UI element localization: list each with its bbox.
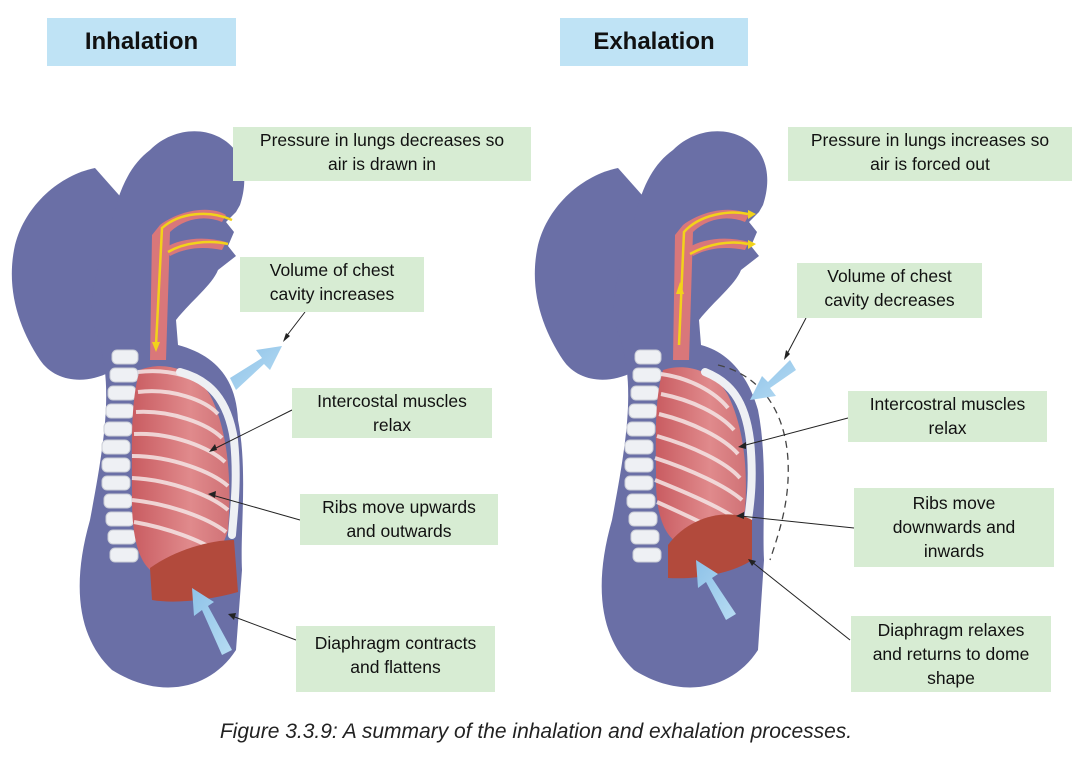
exhalation-airflow-arrow bbox=[677, 211, 749, 346]
inhalation-leader-lines bbox=[211, 311, 306, 641]
exhalation-diaphragm bbox=[668, 514, 752, 579]
inhalation-lungs bbox=[131, 366, 230, 576]
inhalation-spine bbox=[101, 349, 139, 563]
inhalation-pressure-label: Pressure in lungs decreases so air is dr… bbox=[233, 127, 531, 181]
inhalation-airflow-arrow bbox=[154, 212, 233, 346]
inhalation-intercostal-label: Intercostal muscles relax bbox=[292, 388, 492, 438]
exhalation-diaphragm-label: Diaphragm relaxes and returns to dome sh… bbox=[851, 616, 1051, 692]
exhalation-previous-outline bbox=[717, 364, 789, 561]
exhalation-volume-label: Volume of chest cavity decreases bbox=[797, 263, 982, 318]
inhalation-ribs-label: Ribs move upwards and outwards bbox=[300, 494, 498, 545]
inhalation-diaphragm-arrow bbox=[192, 588, 232, 655]
inhalation-volume-label: Volume of chest cavity increases bbox=[240, 257, 424, 312]
exhalation-diaphragm-arrow bbox=[696, 560, 736, 620]
exhalation-figure bbox=[534, 131, 855, 688]
inhalation-diaphragm-label: Diaphragm contracts and flattens bbox=[296, 626, 495, 692]
exhalation-heading: Exhalation bbox=[560, 18, 748, 66]
inhalation-diaphragm bbox=[150, 540, 238, 602]
exhalation-volume-arrow bbox=[750, 360, 796, 400]
exhalation-lungs bbox=[655, 367, 746, 546]
exhalation-sternum bbox=[701, 368, 756, 524]
exhalation-intercostal-label: Intercostral muscles relax bbox=[848, 391, 1047, 442]
inhalation-figure bbox=[11, 131, 306, 688]
figure-caption: Figure 3.3.9: A summary of the inhalatio… bbox=[219, 720, 853, 743]
exhalation-leader-lines bbox=[739, 317, 855, 641]
exhalation-pressure-label: Pressure in lungs increases so air is fo… bbox=[788, 127, 1072, 181]
inhalation-volume-arrow bbox=[230, 346, 282, 390]
exhalation-ribs-label: Ribs move downwards and inwards bbox=[854, 488, 1054, 567]
inhalation-heading: Inhalation bbox=[47, 18, 236, 66]
exhalation-spine bbox=[624, 349, 662, 563]
inhalation-sternum bbox=[176, 368, 240, 539]
